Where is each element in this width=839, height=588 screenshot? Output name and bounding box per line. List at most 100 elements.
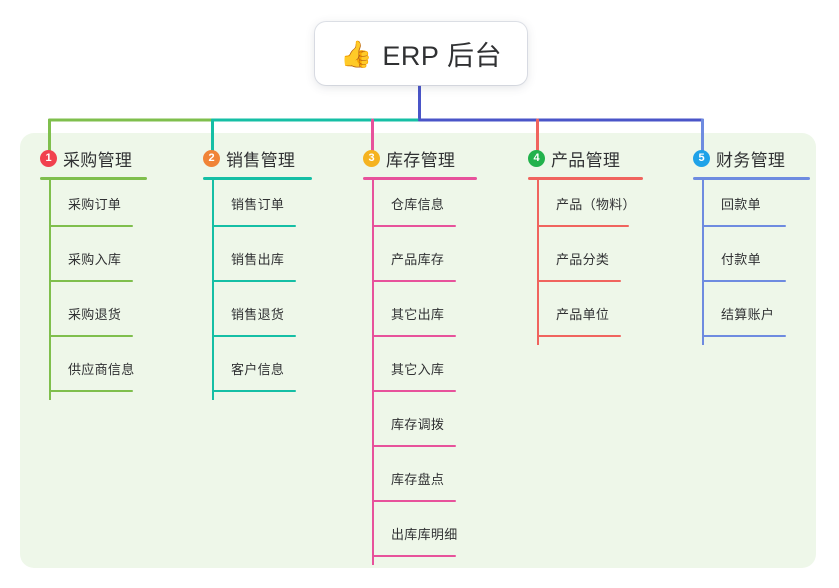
branch-header[interactable]: 5 财务管理 <box>693 146 810 170</box>
branch-item-underline <box>372 445 456 447</box>
branch-column-产品管理: 4 产品管理产品（物料） 产品分类产品单位 <box>528 146 643 345</box>
branch-item-label: 采购入库 <box>68 252 122 267</box>
branch-items: 仓库信息产品库存其它出库其它入库库存调拨库存盘点出库库明细 <box>363 180 477 565</box>
branch-item-underline <box>212 225 296 227</box>
branch-item-label: 采购退货 <box>68 307 122 322</box>
branch-item-label: 产品分类 <box>556 252 610 267</box>
branch-item-underline <box>212 280 296 282</box>
branch-items: 销售订单销售出库销售退货客户信息 <box>203 180 312 400</box>
branch-item[interactable]: 库存调拨 <box>363 400 477 455</box>
branch-item-underline <box>212 335 296 337</box>
branch-item-label: 付款单 <box>721 252 761 267</box>
branch-item[interactable]: 供应商信息 <box>40 345 147 400</box>
branch-item-underline <box>702 280 786 282</box>
branch-title: 库存管理 <box>386 150 456 170</box>
branch-item-label: 产品单位 <box>556 307 610 322</box>
branch-item[interactable]: 产品单位 <box>528 290 643 345</box>
branch-underline <box>40 177 147 180</box>
branch-item-underline <box>49 225 133 227</box>
branch-item[interactable]: 回款单 <box>693 180 810 235</box>
branch-item[interactable]: 产品分类 <box>528 235 643 290</box>
branch-item-underline <box>702 225 786 227</box>
branch-header[interactable]: 3 库存管理 <box>363 146 477 170</box>
branch-item-label: 客户信息 <box>231 362 285 377</box>
branch-item-underline <box>372 555 456 557</box>
branch-item-underline <box>49 390 133 392</box>
branch-column-库存管理: 3 库存管理仓库信息产品库存其它出库其它入库库存调拨库存盘点出库库明细 <box>363 146 477 565</box>
branch-item[interactable]: 采购订单 <box>40 180 147 235</box>
branch-header[interactable]: 2 销售管理 <box>203 146 312 170</box>
branch-item-underline <box>702 335 786 337</box>
branch-column-采购管理: 1 采购管理采购订单采购入库采购退货供应商信息 <box>40 146 147 400</box>
branch-item[interactable]: 付款单 <box>693 235 810 290</box>
branch-item-underline <box>537 335 621 337</box>
branch-items: 采购订单采购入库采购退货供应商信息 <box>40 180 147 400</box>
branch-item[interactable]: 仓库信息 <box>363 180 477 235</box>
branch-item-label: 结算账户 <box>721 307 775 322</box>
branch-index-badge: 1 <box>40 149 57 167</box>
branch-item-label: 其它入库 <box>391 362 445 377</box>
thumbs-up-icon: 👍 <box>340 38 373 69</box>
branch-item-underline <box>212 390 296 392</box>
branch-spine <box>212 180 214 400</box>
branch-item-underline <box>49 335 133 337</box>
branch-title: 产品管理 <box>551 150 621 170</box>
branch-item-underline <box>537 225 629 227</box>
branch-underline <box>203 177 312 180</box>
branch-title: 财务管理 <box>716 150 786 170</box>
branch-item-label: 销售退货 <box>231 307 285 322</box>
branch-item-underline <box>372 225 456 227</box>
branch-item[interactable]: 其它出库 <box>363 290 477 345</box>
branch-item-label: 采购订单 <box>68 197 122 212</box>
branch-item-underline <box>372 335 456 337</box>
branch-spine <box>49 180 51 400</box>
branch-item[interactable]: 出库库明细 <box>363 510 477 565</box>
root-title: ERP 后台 <box>382 41 502 71</box>
branch-header[interactable]: 1 采购管理 <box>40 146 147 170</box>
branch-item-label: 仓库信息 <box>391 197 445 212</box>
branch-column-财务管理: 5 财务管理回款单付款单结算账户 <box>693 146 810 345</box>
branch-item[interactable]: 采购入库 <box>40 235 147 290</box>
branch-item[interactable]: 销售订单 <box>203 180 312 235</box>
branch-item-label: 其它出库 <box>391 307 445 322</box>
branch-column-销售管理: 2 销售管理销售订单销售出库销售退货客户信息 <box>203 146 312 400</box>
branch-item-underline <box>372 390 456 392</box>
branch-item[interactable]: 客户信息 <box>203 345 312 400</box>
branch-item-label: 供应商信息 <box>68 362 135 377</box>
branch-index-badge: 2 <box>203 149 220 167</box>
branch-item-label: 出库库明细 <box>391 527 458 542</box>
branches-panel <box>20 133 816 568</box>
branch-spine <box>702 180 704 345</box>
branch-item-label: 产品（物料） <box>556 197 636 212</box>
branch-item-underline <box>372 280 456 282</box>
branch-item-label: 回款单 <box>721 197 761 212</box>
branch-item[interactable]: 产品（物料） <box>528 180 643 235</box>
branch-underline <box>363 177 477 180</box>
branch-item-label: 库存盘点 <box>391 472 445 487</box>
branch-item-label: 销售订单 <box>231 197 285 212</box>
branch-index-badge: 3 <box>363 149 380 167</box>
branch-header[interactable]: 4 产品管理 <box>528 146 643 170</box>
branch-spine <box>537 180 539 345</box>
branch-index-badge: 5 <box>693 149 710 167</box>
branch-title: 采购管理 <box>63 150 133 170</box>
branch-item[interactable]: 库存盘点 <box>363 455 477 510</box>
branch-item-underline <box>372 500 456 502</box>
branch-item-underline <box>49 280 133 282</box>
branch-underline <box>528 177 643 180</box>
branch-item-underline <box>537 280 621 282</box>
branch-item[interactable]: 采购退货 <box>40 290 147 345</box>
branch-item[interactable]: 销售退货 <box>203 290 312 345</box>
branch-item[interactable]: 其它入库 <box>363 345 477 400</box>
branch-items: 回款单付款单结算账户 <box>693 180 810 345</box>
branch-item-label: 库存调拨 <box>391 417 445 432</box>
branch-title: 销售管理 <box>226 150 296 170</box>
branch-item[interactable]: 销售出库 <box>203 235 312 290</box>
branch-item[interactable]: 结算账户 <box>693 290 810 345</box>
root-node[interactable]: 👍 ERP 后台 <box>315 22 527 85</box>
branch-item[interactable]: 产品库存 <box>363 235 477 290</box>
branch-items: 产品（物料） 产品分类产品单位 <box>528 180 643 345</box>
branch-index-badge: 4 <box>528 149 545 167</box>
branch-item-label: 销售出库 <box>231 252 285 267</box>
